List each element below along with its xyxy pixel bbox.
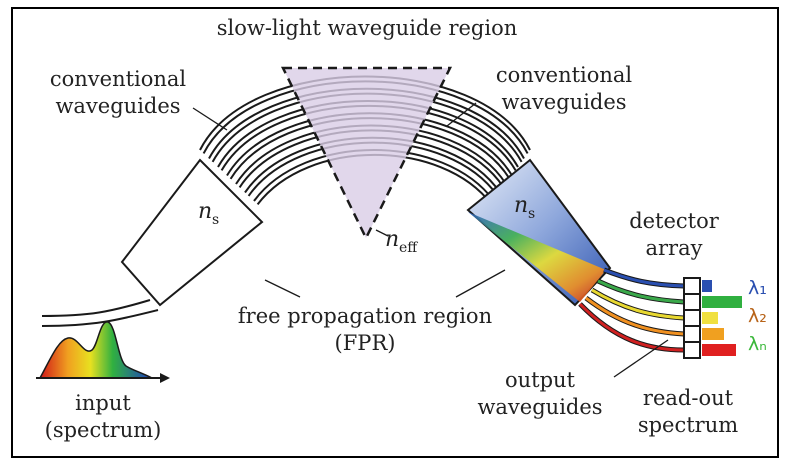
output-waveguides <box>578 267 685 353</box>
leader-lines <box>192 102 669 378</box>
conventional-left-label-2: waveguides <box>55 94 180 118</box>
output-label-1: output <box>505 368 576 392</box>
input-spectrum-curve <box>38 321 153 379</box>
lambda-1-label: λ₁ <box>748 277 767 299</box>
readout-bar-blue <box>702 280 712 292</box>
readout-label-1: read-out <box>643 386 734 410</box>
conventional-right-label-1: conventional <box>496 63 633 87</box>
left-fpr-slab <box>120 158 264 307</box>
frame-border <box>11 7 779 458</box>
slow-light-region <box>283 68 450 238</box>
n-eff-subscript: eff <box>399 240 418 256</box>
readout-bar-red <box>702 344 736 356</box>
readout-bars <box>702 280 742 356</box>
input-label-2: (spectrum) <box>45 418 162 442</box>
fpr-label-2: (FPR) <box>335 331 396 355</box>
n-s-left-label: n <box>198 199 212 224</box>
slow-light-region-outline <box>280 66 453 241</box>
detector-label-1: detector <box>629 209 720 233</box>
n-eff-label: n <box>385 227 399 252</box>
n-s-right-subscript: s <box>528 206 535 222</box>
lambda-n-label: λₙ <box>748 333 767 355</box>
readout-bar-orange <box>702 328 724 340</box>
n-s-left-subscript: s <box>212 212 219 228</box>
readout-label-2: spectrum <box>638 413 738 437</box>
input-spectrum-arrowhead <box>160 373 170 383</box>
conventional-left-label-1: conventional <box>50 67 187 91</box>
spectral-fan <box>468 212 606 302</box>
lambda-2-label: λ₂ <box>748 305 767 327</box>
fpr-label-1: free propagation region <box>238 304 492 328</box>
n-s-right-label: n <box>514 193 528 218</box>
output-label-2: waveguides <box>477 395 602 419</box>
input-spectrum <box>36 321 170 383</box>
detector-array <box>683 277 701 359</box>
input-waveguide <box>41 299 159 327</box>
readout-bar-yellow <box>702 312 718 324</box>
slow-light-label: slow-light waveguide region <box>217 16 518 40</box>
conventional-right-label-2: waveguides <box>501 90 626 114</box>
input-label-1: input <box>75 391 131 415</box>
detector-label-2: array <box>646 236 703 260</box>
readout-bar-green <box>702 296 742 308</box>
